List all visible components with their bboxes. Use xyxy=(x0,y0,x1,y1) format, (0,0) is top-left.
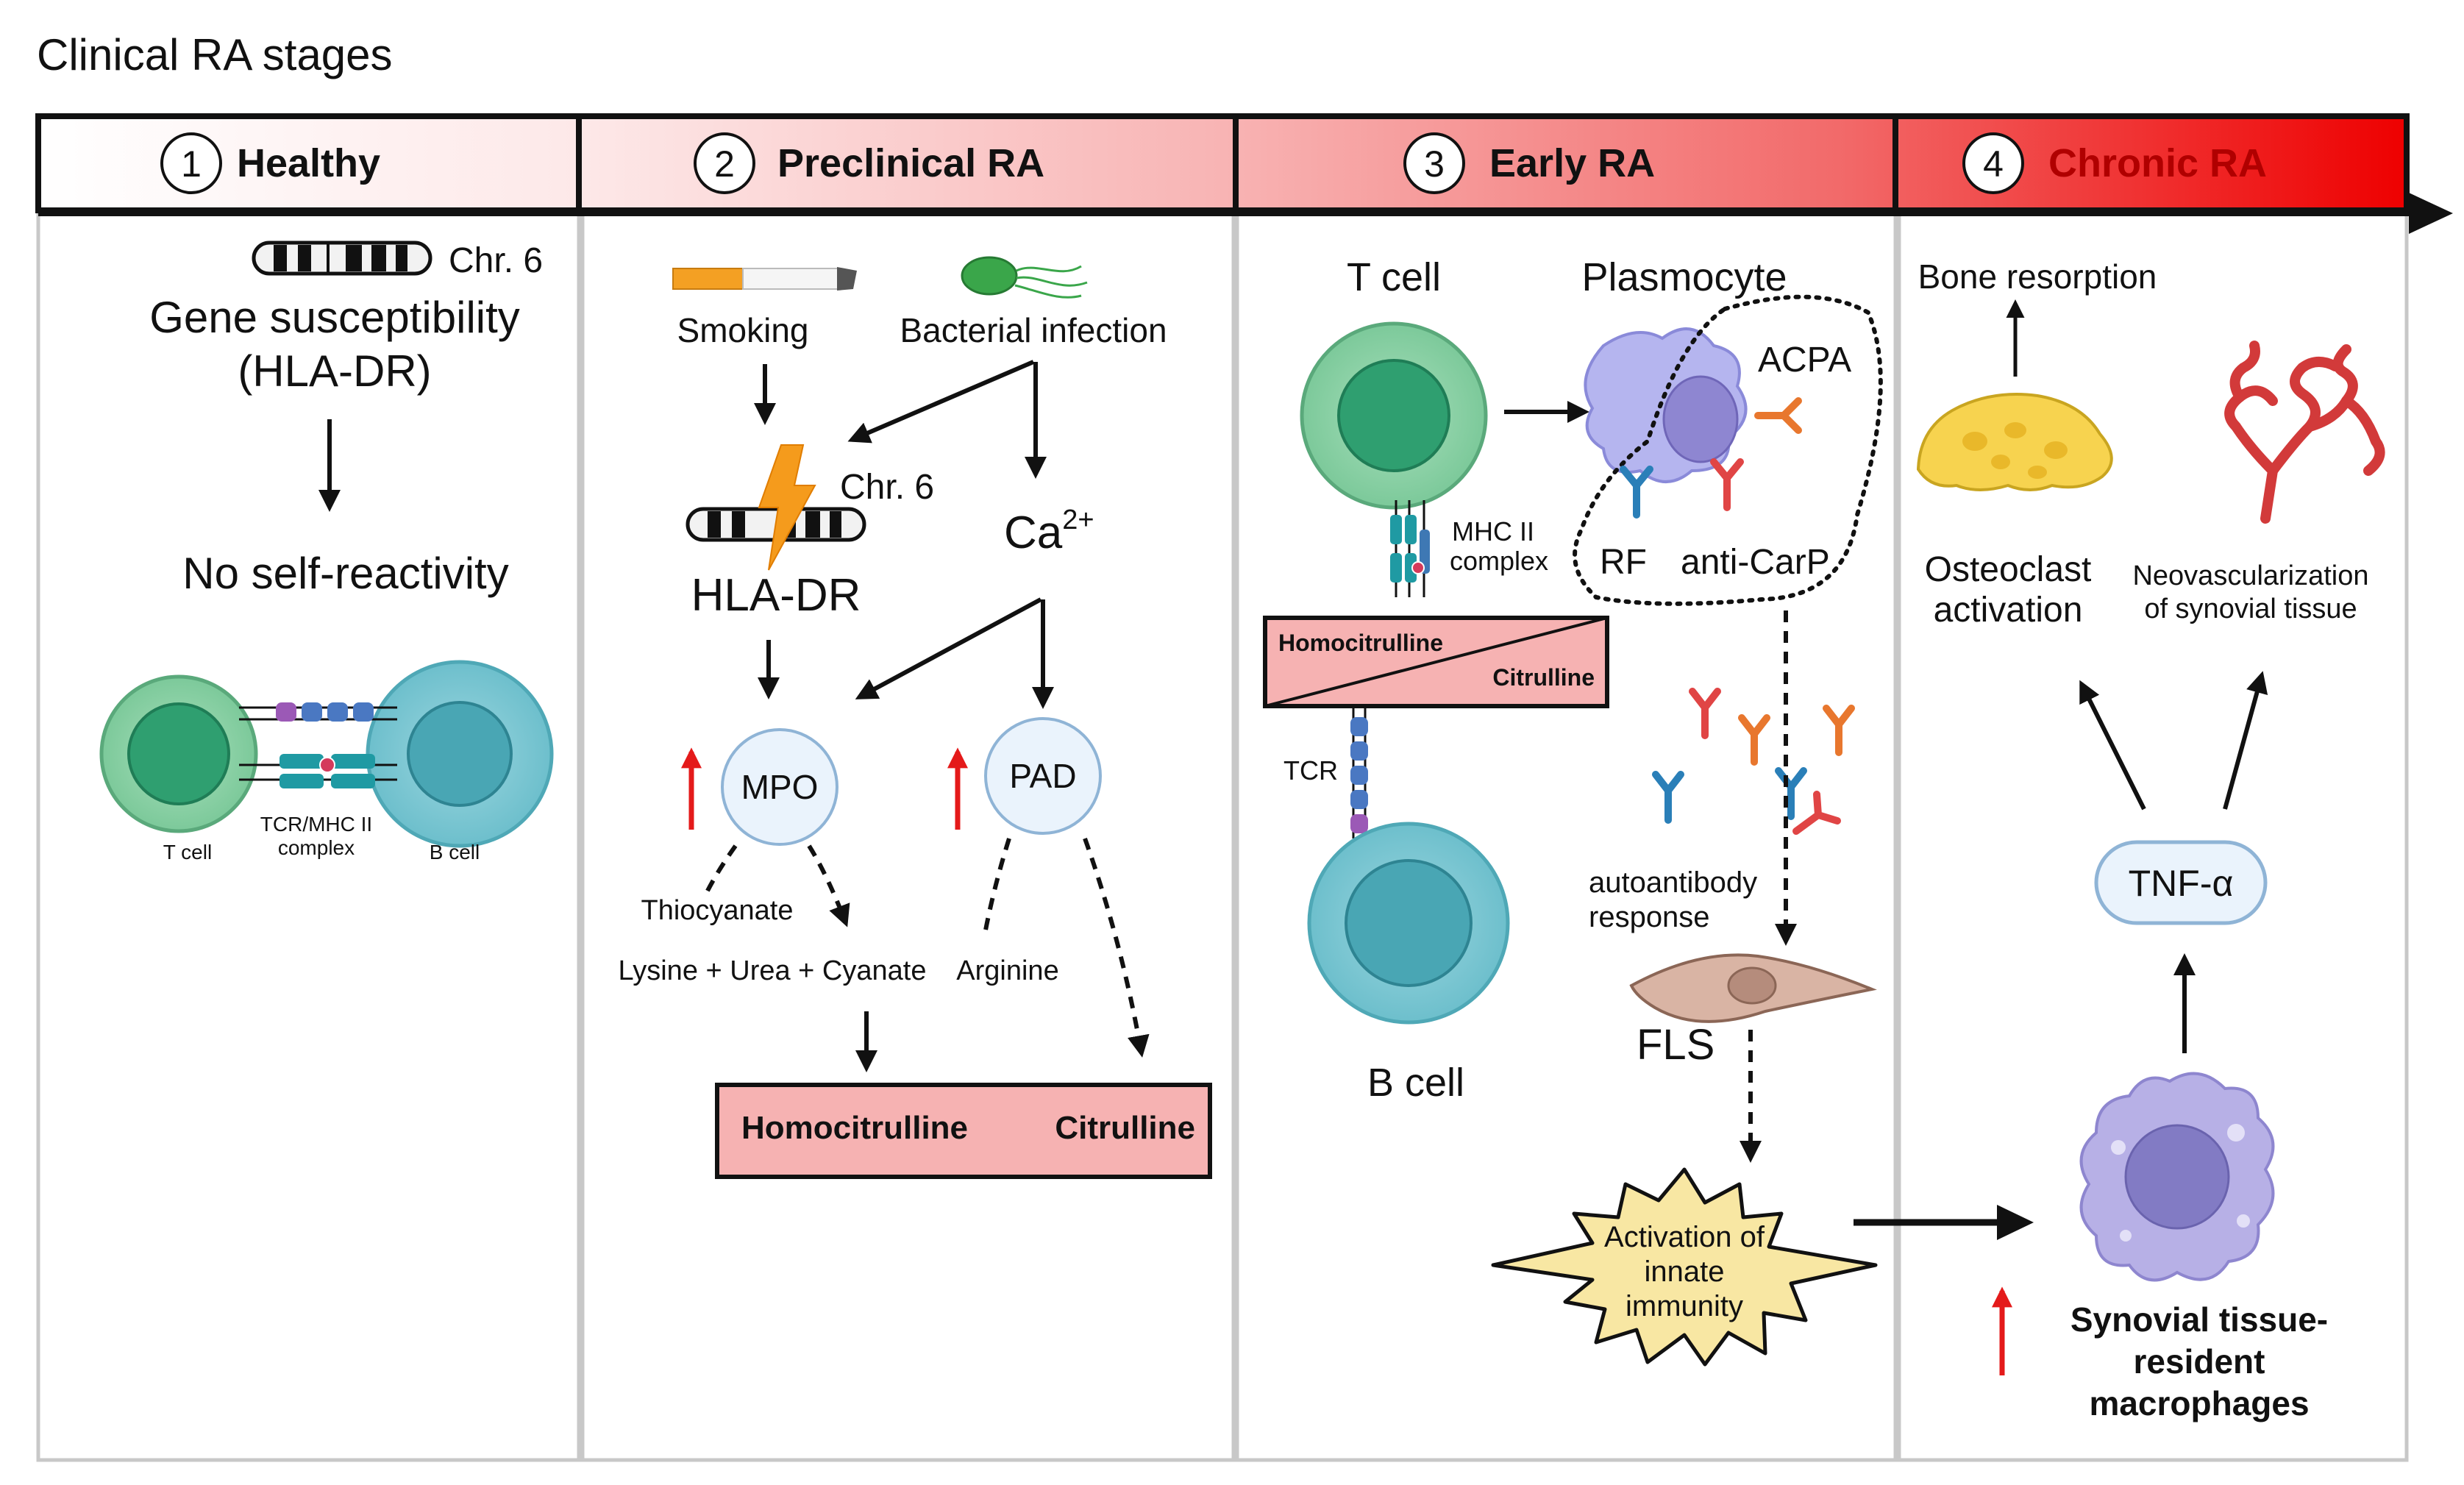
stage-1-label: Healthy xyxy=(237,141,380,185)
neovascularization-label-2: of synovial tissue xyxy=(2144,594,2357,624)
fls-icon xyxy=(1629,953,1877,1023)
thiocyanate-label: Thiocyanate xyxy=(641,895,793,926)
hla-dr-label: HLA-DR xyxy=(691,570,861,621)
rf-label: RF xyxy=(1600,543,1647,582)
stage-1: 1 Healthy xyxy=(160,132,380,194)
osteoclast-label-2: activation xyxy=(1934,591,2083,630)
stage-3: 3 Early RA xyxy=(1403,132,1655,194)
innate-label-1: Activation of xyxy=(1604,1221,1765,1253)
early-citrulline-label: Citrulline xyxy=(1492,664,1595,691)
tcr-label: TCR xyxy=(1283,755,1338,786)
osteoclast-icon xyxy=(1916,393,2113,491)
lightning-icon xyxy=(758,444,816,571)
autoantibody-cluster-outline xyxy=(1573,294,1883,606)
no-self-reactivity-label: No self-reactivity xyxy=(182,549,508,598)
stage-3-number: 3 xyxy=(1424,143,1445,185)
early-citrulline-box: Homocitrulline Citrulline xyxy=(1263,616,1609,708)
gene-susceptibility-hla: (HLA-DR) xyxy=(238,346,431,396)
stage-4-label: Chronic RA xyxy=(2048,141,2267,185)
chronic-arrows xyxy=(2079,671,2268,1053)
macrophage-label-1: Synovial tissue- xyxy=(2070,1300,2328,1339)
arginine-label: Arginine xyxy=(956,955,1058,986)
calcium-label: Ca2+ xyxy=(1004,505,1094,558)
mhc-ii-label-1: MHC II xyxy=(1452,516,1534,546)
cigarette-icon xyxy=(672,267,857,291)
plasmocyte-icon xyxy=(1584,327,1748,483)
early-t-cell-label: T cell xyxy=(1347,255,1441,299)
tnf-alpha-label: TNF-α xyxy=(2129,863,2234,904)
mhc-ii-complex-icon xyxy=(1390,500,1430,597)
pad-label: PAD xyxy=(1009,757,1076,795)
healthy-complex-label-1: TCR/MHC II xyxy=(260,813,372,836)
mhc-ii-label-2: complex xyxy=(1450,546,1548,576)
innate-label-3: immunity xyxy=(1626,1290,1743,1322)
macrophage-label-2: resident xyxy=(2134,1342,2265,1381)
antibody-icons xyxy=(1620,397,1855,835)
tcr-icon xyxy=(1350,708,1368,838)
acpa-label: ACPA xyxy=(1758,341,1851,380)
healthy-chr-label: Chr. 6 xyxy=(449,241,543,280)
lysine-urea-cyanate-label: Lysine + Urea + Cyanate xyxy=(619,955,927,986)
gene-susceptibility-label: Gene susceptibility xyxy=(149,293,520,342)
early-b-cell-icon xyxy=(1307,822,1510,1025)
tnf-alpha-node: TNF-α xyxy=(2094,840,2268,925)
neovascularization-label-1: Neovascularization xyxy=(2132,560,2368,591)
stage-2: 2 Preclinical RA xyxy=(694,132,1044,194)
stage-4-number: 4 xyxy=(1983,143,2004,185)
osteoclast-label-1: Osteoclast xyxy=(1925,550,2092,589)
healthy-t-cell-label: T cell xyxy=(163,841,212,863)
innate-label-2: innate xyxy=(1645,1256,1725,1288)
preclinical-chr-label: Chr. 6 xyxy=(840,468,934,507)
chromosome-icon xyxy=(252,241,432,276)
mpo-node: MPO xyxy=(721,728,838,846)
stage-2-number: 2 xyxy=(714,143,735,185)
macrophage-icon xyxy=(2079,1072,2275,1282)
preclinical-dashed-arrows xyxy=(704,837,1150,1058)
mpo-label: MPO xyxy=(741,768,819,806)
macrophage-label-3: macrophages xyxy=(2089,1384,2309,1422)
stage-4: 4 Chronic RA xyxy=(1962,132,2267,194)
blood-vessel-icon xyxy=(2224,341,2385,524)
preclinical-citrulline-label: Citrulline xyxy=(1055,1110,1195,1146)
healthy-tcr-mhc-complex-icon xyxy=(239,702,397,788)
calcium-superscript: 2+ xyxy=(1062,505,1094,535)
pad-node: PAD xyxy=(984,717,1102,835)
healthy-t-cell-icon xyxy=(99,674,258,833)
preclinical-citrulline-box: Homocitrulline Citrulline xyxy=(715,1083,1212,1179)
stage-3-label: Early RA xyxy=(1489,141,1655,185)
smoking-label: Smoking xyxy=(677,311,809,349)
figure-title: Clinical RA stages xyxy=(37,30,393,79)
fls-label: FLS xyxy=(1637,1021,1715,1069)
plasmocyte-label: Plasmocyte xyxy=(1581,255,1787,299)
anti-carp-label: anti-CarP xyxy=(1681,543,1830,582)
autoantibody-label-1: autoantibody xyxy=(1589,866,1757,899)
early-t-cell-icon xyxy=(1300,321,1488,510)
healthy-complex-label-2: complex xyxy=(278,836,355,859)
early-b-cell-label: B cell xyxy=(1367,1061,1464,1105)
autoantibody-label-2: response xyxy=(1589,901,1710,933)
healthy-b-cell-label: B cell xyxy=(430,841,480,863)
bacterium-icon xyxy=(961,256,1088,299)
preclinical-arrows xyxy=(754,360,1054,1072)
healthy-b-cell-icon xyxy=(366,660,554,848)
innate-to-macrophage-arrow xyxy=(1854,1205,2034,1240)
stage-1-number: 1 xyxy=(181,143,202,185)
bone-resorption-label: Bone resorption xyxy=(1918,257,2157,296)
bacterial-infection-label: Bacterial infection xyxy=(900,311,1167,349)
early-homocitrulline-label: Homocitrulline xyxy=(1278,630,1443,656)
innate-immunity-starburst: Activation of innate immunity xyxy=(1491,1167,1878,1367)
preclinical-homocitrulline-label: Homocitrulline xyxy=(741,1110,968,1146)
stage-2-label: Preclinical RA xyxy=(777,141,1044,185)
